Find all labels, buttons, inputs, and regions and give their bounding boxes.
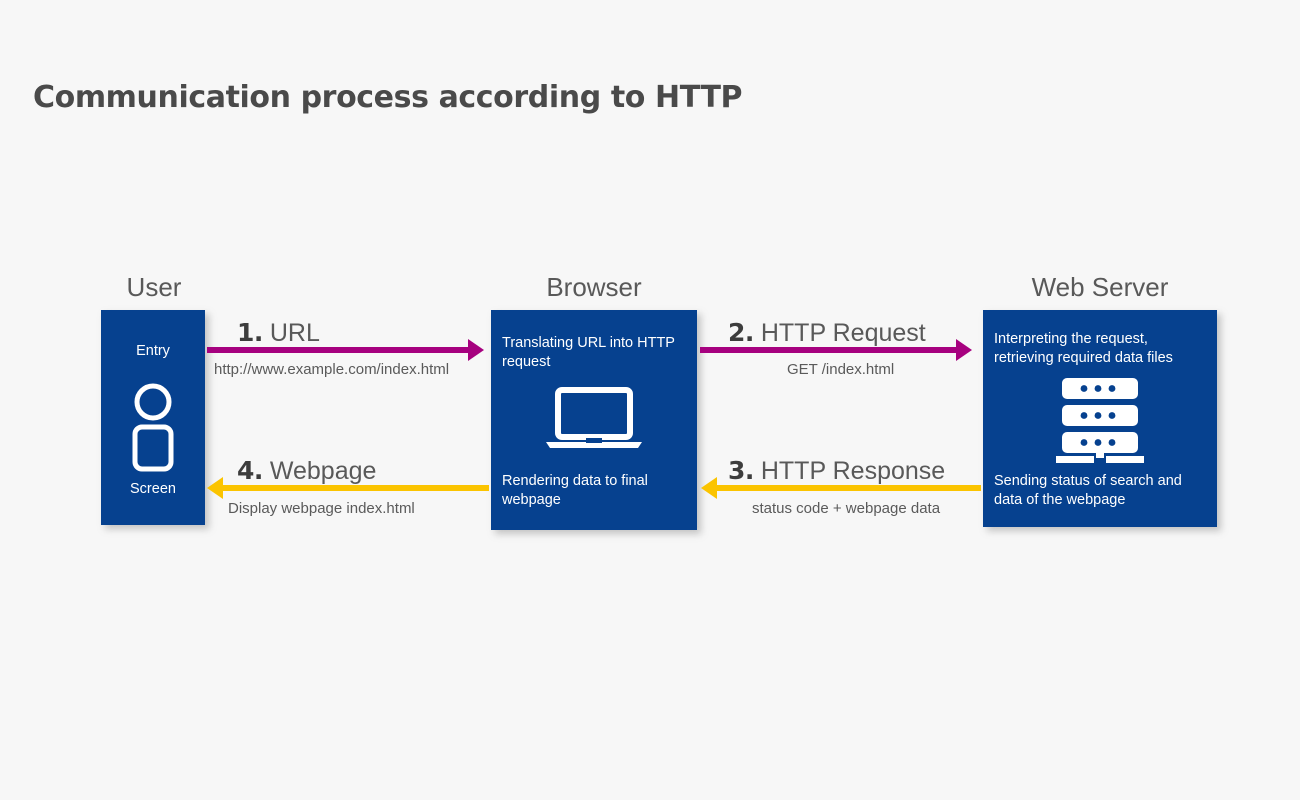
arrow-4-number: 4. (237, 456, 263, 485)
arrow-3-title: 3. HTTP Response (728, 456, 945, 486)
arrow-4-line (223, 485, 489, 491)
node-browser-top-label: Translating URL into HTTP request (502, 335, 675, 371)
arrow-3-label: HTTP Response (760, 457, 946, 485)
arrow-4-title: 4. Webpage (237, 456, 376, 486)
node-browser-bottom-label: Rendering data to final webpage (502, 473, 648, 509)
node-server-bottom-label: Sending status of search and data of the… (994, 473, 1182, 509)
node-server[interactable]: Interpreting the request, retrieving req… (983, 310, 1217, 527)
node-user[interactable]: Entry Screen (101, 310, 205, 525)
arrow-3-number: 3. (728, 456, 754, 485)
arrow-1-line (207, 347, 471, 353)
node-user-top-label: Entry (136, 343, 170, 359)
column-header-browser: Browser (546, 272, 642, 302)
arrow-1-sublabel: http://www.example.com/index.html (214, 361, 450, 378)
column-header-user: User (126, 272, 182, 302)
arrow-1-label: URL (269, 319, 320, 347)
arrow-1-number: 1. (237, 318, 263, 347)
arrow-2-number: 2. (728, 318, 754, 347)
node-browser[interactable]: Translating URL into HTTP request Render… (491, 310, 697, 530)
arrow-2-line (700, 347, 958, 353)
arrow-2-title: 2. HTTP Request (728, 318, 926, 348)
laptop-icon (491, 386, 697, 452)
server-icon (983, 376, 1217, 464)
arrow-4-head (207, 477, 223, 499)
arrow-1-head (468, 339, 484, 361)
node-user-bottom-label: Screen (130, 481, 176, 497)
arrow-3-line (717, 485, 981, 491)
arrow-4-label: Webpage (269, 457, 377, 485)
arrow-3-sublabel: status code + webpage data (752, 500, 941, 517)
person-icon (101, 382, 205, 476)
arrow-2-label: HTTP Request (760, 319, 926, 347)
arrow-1-title: 1. URL (237, 318, 320, 348)
arrow-4-sublabel: Display webpage index.html (228, 500, 415, 517)
arrow-2-sublabel: GET /index.html (787, 361, 895, 378)
arrow-3-head (701, 477, 717, 499)
column-header-server: Web Server (1031, 272, 1169, 302)
page-title: Communication process according to HTTP (33, 80, 743, 115)
node-server-top-label: Interpreting the request, retrieving req… (994, 331, 1173, 367)
arrow-2-head (956, 339, 972, 361)
